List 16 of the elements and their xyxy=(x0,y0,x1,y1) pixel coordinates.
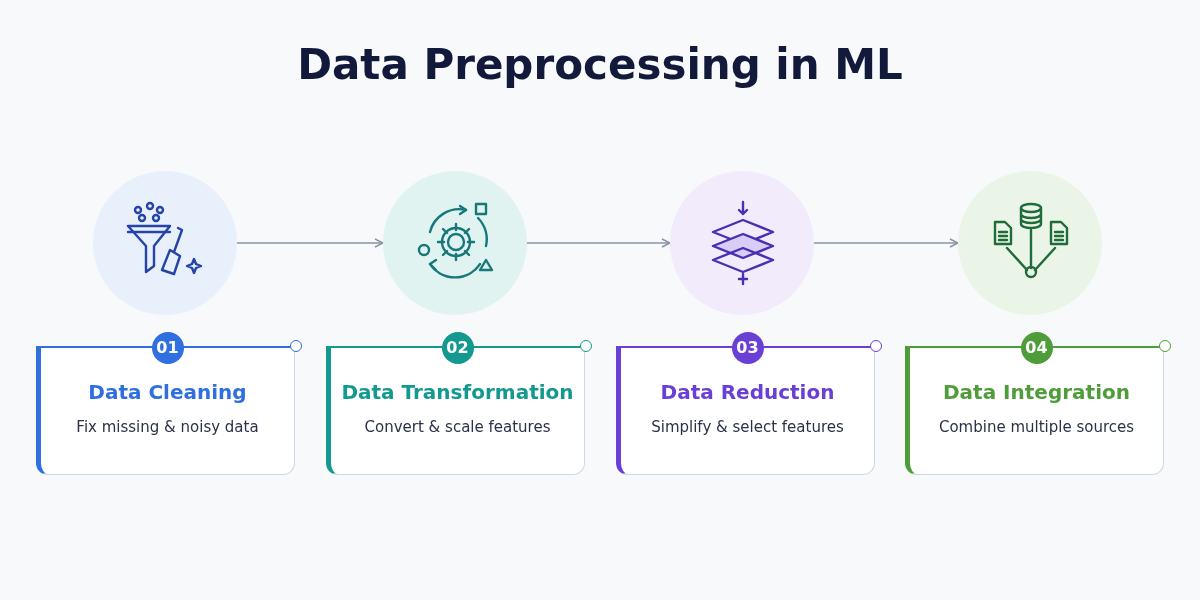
step-number: 04 xyxy=(1020,332,1053,364)
step-title: Data Integration xyxy=(942,380,1131,404)
step-description: Convert & scale features xyxy=(363,418,552,436)
diagram-title: Data Preprocessing in ML xyxy=(296,40,904,89)
step-description: Combine multiple sources xyxy=(937,418,1136,436)
step-description: Fix missing & noisy data xyxy=(75,418,260,436)
arrow xyxy=(526,238,671,248)
step-title: Data Transformation xyxy=(340,380,575,404)
step-number: 03 xyxy=(731,332,764,364)
step-title: Data Cleaning xyxy=(87,380,248,404)
step-description: Simplify & select features xyxy=(650,418,845,436)
step-number: 02 xyxy=(441,332,474,364)
step-number: 01 xyxy=(151,332,184,364)
arrow xyxy=(236,238,384,248)
arrow xyxy=(813,238,959,248)
step-title: Data Reduction xyxy=(659,380,836,404)
